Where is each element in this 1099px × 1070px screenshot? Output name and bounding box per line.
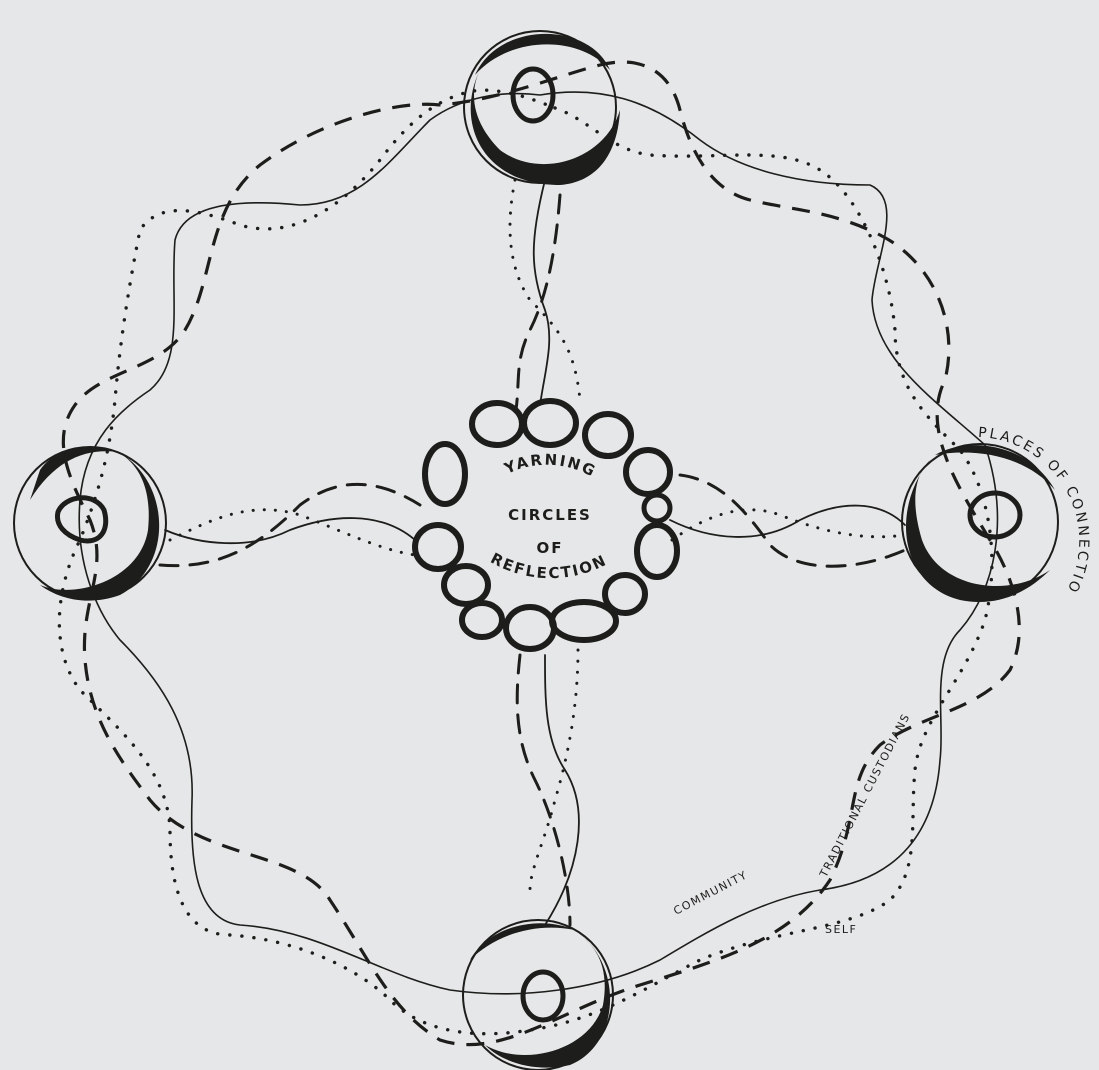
center-title-circles: CIRCLES <box>508 506 592 524</box>
spoke-south <box>517 650 579 925</box>
node-east <box>902 444 1058 602</box>
spoke-east <box>670 475 905 566</box>
yarning-circle-ring <box>415 401 677 649</box>
spoke-north <box>510 180 580 410</box>
node-north <box>464 31 620 185</box>
center-title-of: OF <box>537 539 564 557</box>
center-title-yarning: YARNING <box>501 451 600 481</box>
label-community: COMMUNITY <box>671 868 750 917</box>
label-traditional-custodians: TRADITIONAL CUSTODIANS <box>817 711 913 880</box>
spoke-west <box>160 484 420 565</box>
label-self: SELF <box>825 923 857 936</box>
node-south <box>463 920 613 1070</box>
